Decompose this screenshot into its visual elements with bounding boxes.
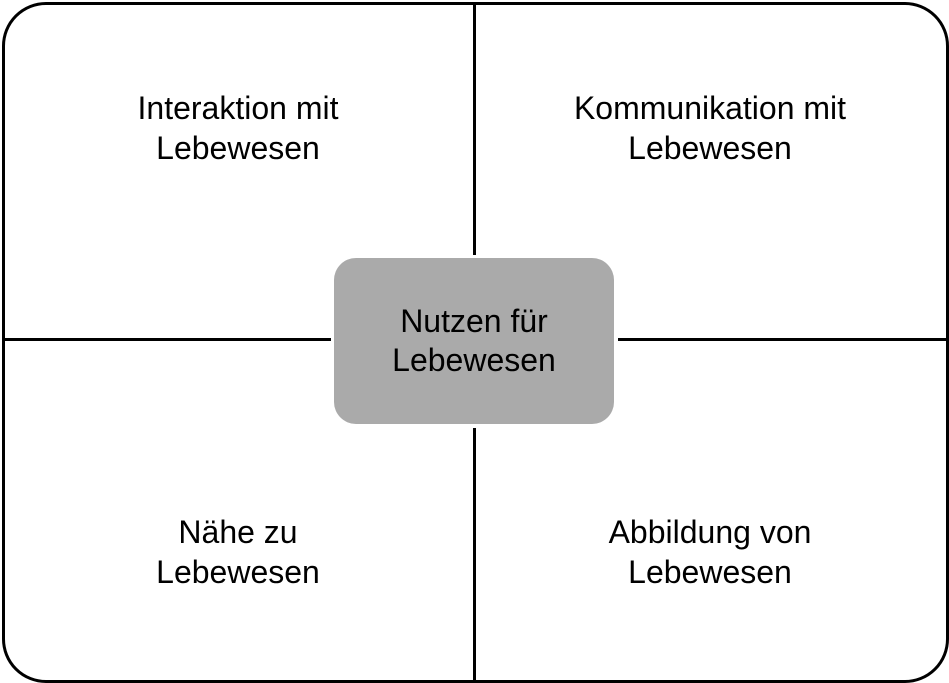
center-node: Nutzen für Lebewesen — [334, 258, 614, 424]
quadrant-bottom-left-line2: Lebewesen — [156, 554, 320, 590]
quadrant-bottom-right-label: Abbildung von Lebewesen — [500, 512, 920, 592]
divider-horizontal-left — [3, 338, 331, 341]
divider-horizontal-right — [618, 338, 947, 341]
divider-vertical-top — [473, 3, 476, 255]
center-node-line2: Lebewesen — [392, 342, 556, 378]
quadrant-bottom-right-line1: Abbildung von — [608, 514, 812, 550]
quadrant-bottom-left-label: Nähe zu Lebewesen — [28, 512, 448, 592]
quadrant-top-left-line1: Interaktion mit — [137, 90, 339, 126]
quadrant-top-right-line1: Kommunikation mit — [573, 90, 847, 126]
quadrant-top-right-line2: Lebewesen — [628, 130, 792, 166]
divider-vertical-bottom — [473, 428, 476, 680]
quadrant-bottom-left-line1: Nähe zu — [178, 514, 298, 550]
quadrant-top-left-line2: Lebewesen — [156, 130, 320, 166]
quadrant-top-right-label: Kommunikation mit Lebewesen — [500, 88, 920, 168]
quadrant-top-left-label: Interaktion mit Lebewesen — [28, 88, 448, 168]
quadrant-bottom-right-line2: Lebewesen — [628, 554, 792, 590]
center-node-line1: Nutzen für — [400, 303, 548, 339]
